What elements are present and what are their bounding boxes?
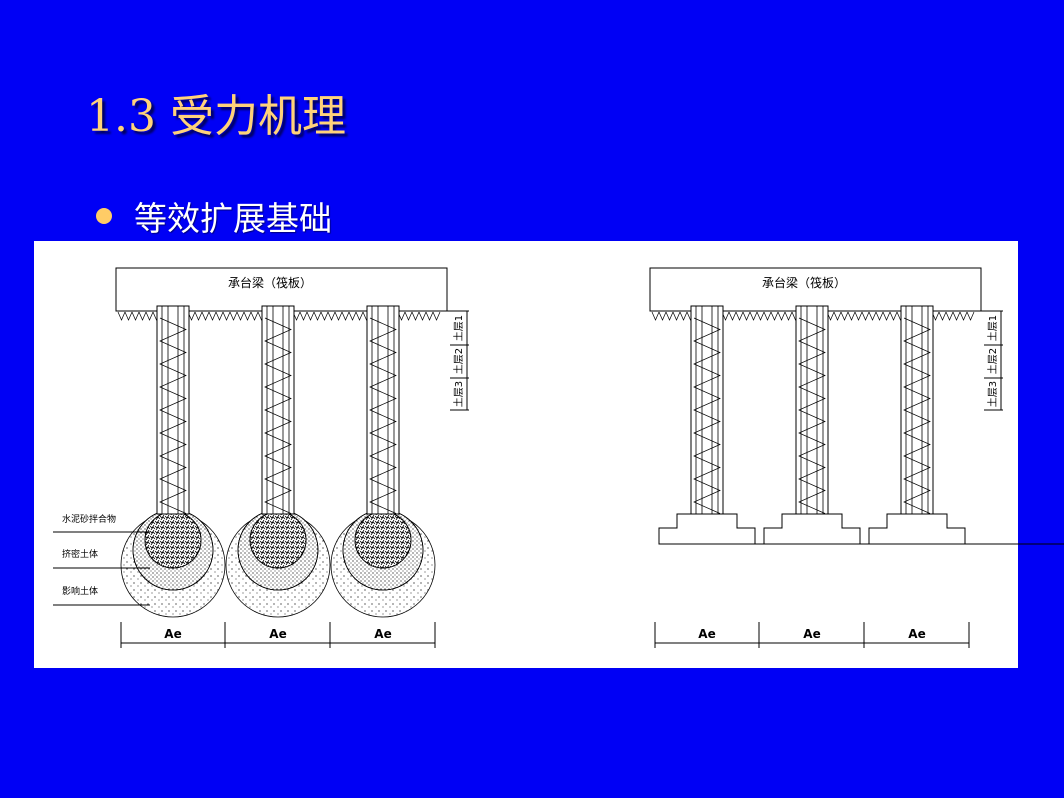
grout-bulb	[249, 511, 307, 569]
span-label: Ae	[908, 627, 925, 641]
spiral-stirrup	[264, 317, 292, 514]
span-label: Ae	[374, 627, 391, 641]
legend-label: 影响土体	[62, 585, 98, 597]
cap-beam	[115, 267, 448, 312]
soil-layer-label: 土层1	[452, 315, 465, 341]
spiral-stirrup	[693, 317, 721, 514]
pile	[900, 305, 934, 515]
cap-beam	[649, 267, 982, 312]
spiral-stirrup	[369, 317, 397, 514]
soil-layer-label: 土层2	[986, 348, 999, 374]
pile	[225, 305, 331, 618]
pile	[330, 305, 436, 618]
bullet-text: 等效扩展基础	[134, 199, 332, 238]
cap-beam-label: 承台梁（筏板）	[228, 275, 312, 290]
soil-layer-label: 土层2	[452, 348, 465, 374]
grout-bulb	[144, 511, 202, 569]
slide-title: 1.3 受力机理	[86, 91, 346, 142]
stepped-footing	[658, 513, 1064, 545]
span-label: Ae	[164, 627, 181, 641]
span-label: Ae	[698, 627, 715, 641]
spiral-stirrup	[903, 317, 931, 514]
spiral-stirrup	[159, 317, 187, 514]
bullet-dot-icon	[96, 208, 112, 224]
pile	[795, 305, 829, 515]
pile	[690, 305, 724, 515]
soil-layer-label: 土层3	[986, 381, 999, 407]
soil-layer-label: 土层3	[452, 381, 465, 407]
bullet-item: 等效扩展基础	[96, 192, 332, 240]
spiral-stirrup	[798, 317, 826, 514]
soil-layer-label: 土层1	[986, 315, 999, 341]
legend-label: 挤密土体	[62, 548, 98, 560]
span-label: Ae	[803, 627, 820, 641]
legend-label: 水泥砂拌合物	[62, 513, 116, 525]
grout-bulb	[354, 511, 412, 569]
cap-beam-label: 承台梁（筏板）	[762, 275, 846, 290]
span-label: Ae	[269, 627, 286, 641]
pile	[120, 305, 226, 618]
